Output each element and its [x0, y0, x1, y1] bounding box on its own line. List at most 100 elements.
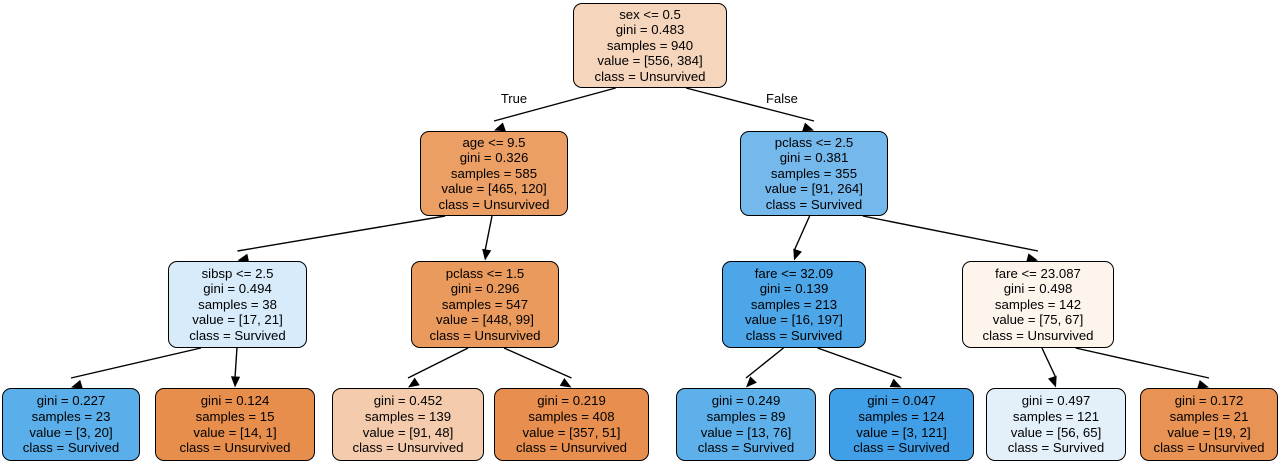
- node-samples: samples = 408: [528, 408, 615, 424]
- node-class: class = Unsurvived: [352, 440, 464, 456]
- node-value: value = [56, 65]: [1010, 424, 1102, 440]
- tree-edge: [407, 347, 469, 379]
- node-class: class = Unsurvived: [429, 327, 541, 343]
- node-samples: samples = 38: [198, 296, 277, 312]
- tree-edge: [817, 347, 902, 379]
- node-value: value = [14, 1]: [193, 424, 277, 440]
- node-value: value = [17, 21]: [192, 312, 283, 328]
- node-class: class = Unsurvived: [438, 196, 550, 212]
- node-gini: gini = 0.219: [537, 393, 606, 409]
- node-class: class = Unsurvived: [982, 327, 1094, 343]
- node-samples: samples = 213: [750, 296, 838, 312]
- node-class: class = Survived: [745, 327, 843, 343]
- edge-label-false: False: [766, 90, 798, 106]
- tree-edge: [862, 215, 1039, 252]
- node-value: value = [556, 384]: [597, 53, 703, 69]
- tree-edge-arrowhead: [230, 376, 241, 388]
- node-value: value = [91, 264]: [765, 181, 863, 197]
- node-condition: age <= 9.5: [462, 134, 526, 150]
- tree-edge-arrowhead: [793, 248, 802, 261]
- node-gini: gini = 0.172: [1174, 393, 1244, 409]
- node-gini: gini = 0.497: [1021, 393, 1091, 409]
- tree-edge: [503, 347, 572, 379]
- tree-edge: [745, 347, 784, 379]
- node-value: value = [357, 51]: [522, 424, 621, 440]
- node-samples: samples = 139: [364, 408, 452, 424]
- node-class: class = Unsurvived: [1153, 440, 1265, 456]
- node-gini: gini = 0.139: [759, 281, 829, 297]
- tree-edge-arrowhead: [1047, 375, 1057, 388]
- node-value: value = [448, 99]: [436, 312, 534, 328]
- node-class: class = Survived: [1007, 440, 1105, 456]
- node-samples: samples = 142: [994, 296, 1082, 312]
- node-samples: samples = 21: [1169, 408, 1249, 424]
- node-class: class = Survived: [765, 196, 863, 212]
- node-samples: samples = 547: [441, 296, 529, 312]
- tree-edge: [70, 347, 202, 379]
- tree-edge-arrowhead: [746, 376, 757, 388]
- tree-edge: [793, 215, 811, 252]
- node-value: value = [465, 120]: [441, 181, 547, 197]
- tree-edge-arrowhead: [889, 378, 902, 388]
- node-class: class = Survived: [22, 440, 120, 456]
- tree-edge-arrowhead: [408, 377, 420, 388]
- node-gini: gini = 0.483: [615, 22, 685, 38]
- node-gini: gini = 0.124: [200, 393, 270, 409]
- node-samples: samples = 89: [706, 408, 786, 424]
- edge-label-true: True: [500, 90, 528, 106]
- tree-edge: [237, 215, 446, 252]
- node-class: class = Unsurvived: [179, 440, 291, 456]
- node-gini: gini = 0.326: [459, 150, 529, 166]
- tree-edge-arrowhead: [494, 122, 506, 132]
- node-class: class = Survived: [189, 327, 286, 343]
- node-value: value = [3, 20]: [29, 424, 113, 440]
- node-gini: gini = 0.452: [373, 393, 443, 409]
- node-samples: samples = 124: [858, 408, 945, 424]
- node-class: class = Survived: [853, 440, 950, 456]
- node-condition: fare <= 32.09: [754, 265, 834, 281]
- node-value: value = [16, 197]: [745, 312, 843, 328]
- tree-edge-arrowhead: [559, 377, 572, 388]
- node-samples: samples = 355: [770, 165, 858, 181]
- node-condition: fare <= 23.087: [995, 265, 1081, 281]
- node-condition: pclass <= 1.5: [445, 265, 525, 281]
- node-gini: gini = 0.498: [1003, 281, 1073, 297]
- node-gini: gini = 0.227: [36, 393, 106, 409]
- node-condition: sex <= 0.5: [619, 6, 681, 22]
- node-samples: samples = 121: [1012, 408, 1100, 424]
- tree-edge: [1041, 347, 1057, 379]
- node-gini: gini = 0.047: [867, 393, 936, 409]
- node-samples: samples = 23: [31, 408, 111, 424]
- node-value: value = [3, 121]: [856, 424, 947, 440]
- node-samples: samples = 940: [606, 37, 694, 53]
- node-class: class = Unsurvived: [515, 440, 628, 456]
- node-gini: gini = 0.296: [450, 281, 520, 297]
- node-samples: samples = 15: [195, 408, 275, 424]
- tree-edge: [1075, 347, 1210, 379]
- node-value: value = [91, 48]: [362, 424, 454, 440]
- tree-edge: [484, 215, 493, 252]
- node-condition: sibsp <= 2.5: [201, 265, 274, 281]
- node-value: value = [13, 76]: [700, 424, 792, 440]
- node-class: class = Unsurvived: [594, 68, 706, 84]
- node-value: value = [75, 67]: [992, 312, 1084, 328]
- node-condition: pclass <= 2.5: [774, 134, 854, 150]
- node-gini: gini = 0.381: [779, 150, 849, 166]
- node-gini: gini = 0.249: [711, 393, 781, 409]
- tree-edge: [234, 347, 238, 379]
